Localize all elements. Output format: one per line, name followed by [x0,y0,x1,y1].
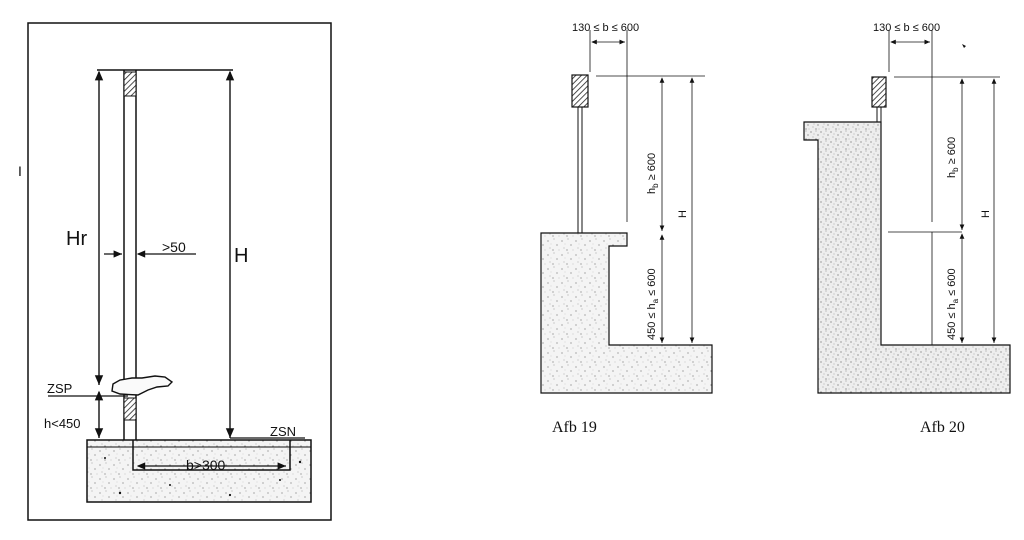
concrete-base [86,439,312,503]
afb19-H-label: H [677,210,689,218]
afb19-ha-label: 450 ≤ ha ≤ 600 [646,268,660,340]
afb20-figure: 130 ≤ b ≤ 600 hb ≥ 600 H 450 ≤ ha ≤ 600 … [803,22,1011,436]
afb19-b-range: 130 ≤ b ≤ 600 [572,22,639,34]
margin-mark: I [18,163,22,179]
afb20-caption: Afb 20 [920,419,965,436]
label-zsp: ZSP [47,381,72,396]
afb20-ha-label: 450 ≤ ha ≤ 600 [946,268,960,340]
label-gap: >50 [162,239,186,255]
afb20-H-label: H [980,210,992,218]
hand-icon [111,375,174,396]
label-hr: Hr [66,228,87,250]
afb20-b-range: 130 ≤ b ≤ 600 [873,22,940,34]
left-figure: I [18,22,332,521]
afb19-caption: Afb 19 [552,419,597,436]
label-height: H [234,245,248,267]
afb20-concrete [803,121,1011,394]
afb20-hb-label: hb ≥ 600 [946,137,960,178]
afb19-concrete [540,232,713,394]
afb19-hb-label: hb ≥ 600 [646,153,660,194]
label-h-limit: h<450 [44,416,81,431]
left-frame [27,22,332,521]
afb19-figure: 130 ≤ b ≤ 600 hb ≥ 600 H 450 ≤ ha ≤ 600 … [540,22,713,436]
label-b-limit: b>300 [186,457,226,473]
label-zsn: ZSN [270,424,296,439]
afb19-handrail [571,74,589,108]
afb20-handrail [871,76,887,108]
